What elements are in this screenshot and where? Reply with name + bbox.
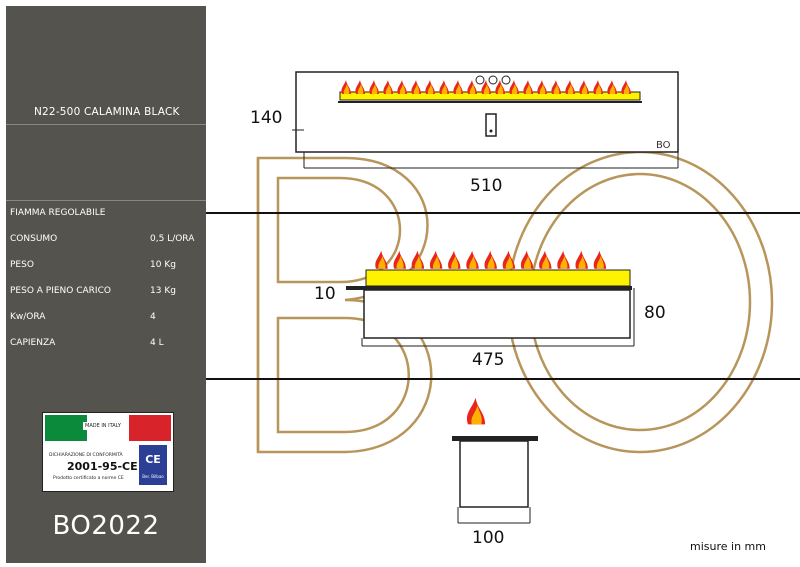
flame-icon bbox=[375, 250, 607, 269]
dimension-end-width: 100 bbox=[472, 528, 505, 548]
spec-value: 4 bbox=[150, 312, 156, 322]
dimension-front-width: 510 bbox=[470, 176, 503, 196]
end-view-top bbox=[452, 436, 538, 441]
certification-badge: MADE IN ITALY DICHIARAZIONE DI CONFORMIT… bbox=[42, 412, 174, 492]
dimension-side-height: 80 bbox=[644, 303, 666, 323]
control-knob-icon bbox=[475, 75, 485, 85]
brand-code: BO2022 bbox=[52, 511, 160, 541]
dimension-side-width: 475 bbox=[472, 350, 505, 370]
units-note: misure in mm bbox=[690, 540, 766, 553]
side-view bbox=[346, 250, 635, 347]
italian-flag-icon bbox=[45, 415, 171, 441]
spec-label: FIAMMA REGOLABILE bbox=[10, 208, 106, 218]
spec-label: PESO A PIENO CARICO bbox=[10, 286, 111, 296]
ce-mark-text: CE bbox=[145, 453, 161, 466]
front-view: BO bbox=[292, 71, 679, 169]
divider bbox=[6, 124, 206, 125]
sidebar: N22-500 CALAMINA BLACK FIAMMA REGOLABILE… bbox=[6, 6, 206, 563]
divider bbox=[6, 200, 206, 201]
spec-row-kw: Kw/ORA 4 bbox=[10, 312, 200, 326]
end-view-body bbox=[459, 440, 529, 508]
flame-icon bbox=[466, 397, 486, 425]
conformity-note: Prodotto certificato a norme CE bbox=[53, 476, 124, 481]
spec-value: 0,5 L/ORA bbox=[150, 234, 195, 244]
dimension-front-height: 140 bbox=[250, 108, 283, 128]
side-view-top bbox=[346, 286, 632, 290]
made-in-label: MADE IN ITALY bbox=[83, 422, 123, 430]
spec-label: CONSUMO bbox=[10, 234, 58, 244]
conformity-code: 2001-95-CE bbox=[67, 460, 138, 473]
spec-row-peso: PESO 10 Kg bbox=[10, 260, 200, 274]
control-knob-icon bbox=[488, 75, 498, 85]
conformity-title: DICHIARAZIONE DI CONFORMITÀ bbox=[49, 453, 123, 458]
front-view-mark: BO bbox=[656, 140, 671, 151]
spec-label: Kw/ORA bbox=[10, 312, 46, 322]
spec-row-fiamma: FIAMMA REGOLABILE bbox=[10, 208, 200, 222]
dimension-side-top: 10 bbox=[314, 284, 336, 304]
spec-row-peso-pieno: PESO A PIENO CARICO 13 Kg bbox=[10, 286, 200, 300]
spec-label: CAPIENZA bbox=[10, 338, 56, 348]
ce-mark-icon: CE Ber. Bilbao bbox=[139, 445, 167, 485]
side-view-body bbox=[363, 289, 631, 339]
spec-value: 10 Kg bbox=[150, 260, 176, 270]
spec-value: 4 L bbox=[150, 338, 164, 348]
spec-row-consumo: CONSUMO 0,5 L/ORA bbox=[10, 234, 200, 248]
spec-label: PESO bbox=[10, 260, 34, 270]
ignition-switch-icon bbox=[485, 113, 497, 137]
spec-row-capienza: CAPIENZA 4 L bbox=[10, 338, 200, 352]
control-knob-icon bbox=[501, 75, 511, 85]
spec-value: 13 Kg bbox=[150, 286, 176, 296]
model-name: N22-500 CALAMINA BLACK bbox=[34, 106, 180, 118]
ce-mark-subtext: Ber. Bilbao bbox=[142, 474, 164, 479]
side-burner-strip bbox=[365, 269, 631, 287]
end-view bbox=[452, 397, 538, 524]
